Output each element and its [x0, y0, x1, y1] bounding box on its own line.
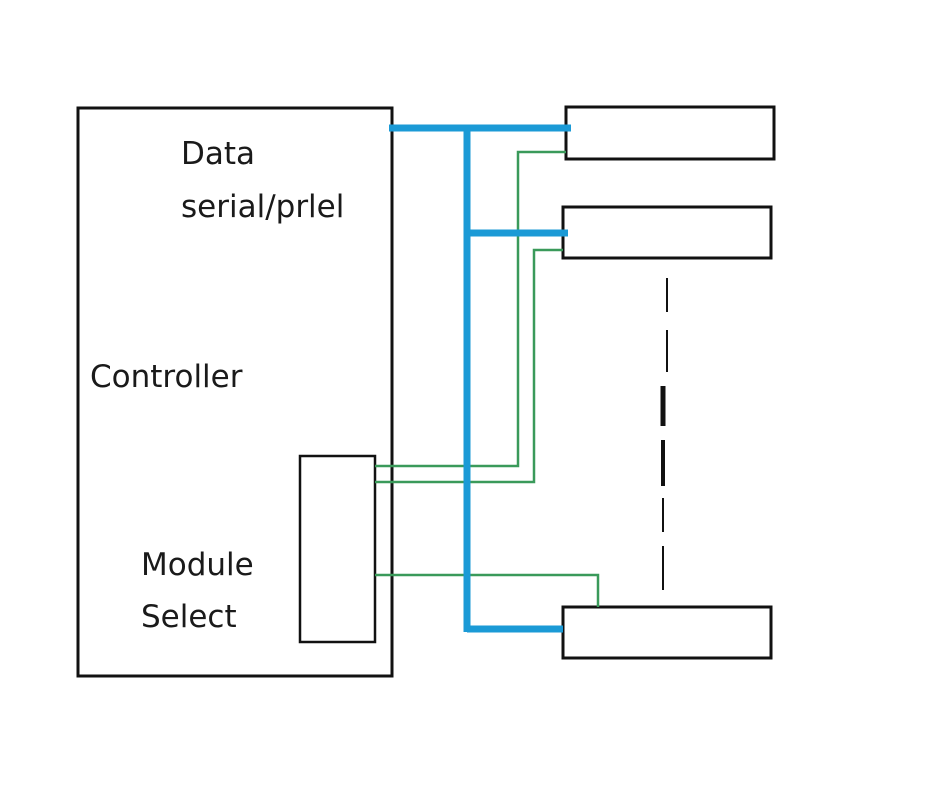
- data-label-line2: serial/prlel: [181, 189, 344, 225]
- continuation-dashes: [660, 278, 668, 590]
- module-box-2: [561, 205, 773, 260]
- module-select-box: [298, 454, 377, 644]
- select-line-1: [375, 150, 566, 468]
- module-select-label-line2: Select: [141, 599, 237, 635]
- data-label-line1: Data: [181, 136, 255, 172]
- module-select-label-line1: Module: [141, 547, 254, 583]
- controller-label: Controller: [90, 359, 243, 395]
- select-lines: [375, 150, 600, 607]
- select-line-2: [375, 248, 563, 484]
- module-box-1: [564, 105, 776, 161]
- select-line-n: [375, 573, 600, 607]
- controller-box: [76, 106, 394, 678]
- data-bus: [389, 124, 571, 633]
- module-box-n: [561, 605, 773, 660]
